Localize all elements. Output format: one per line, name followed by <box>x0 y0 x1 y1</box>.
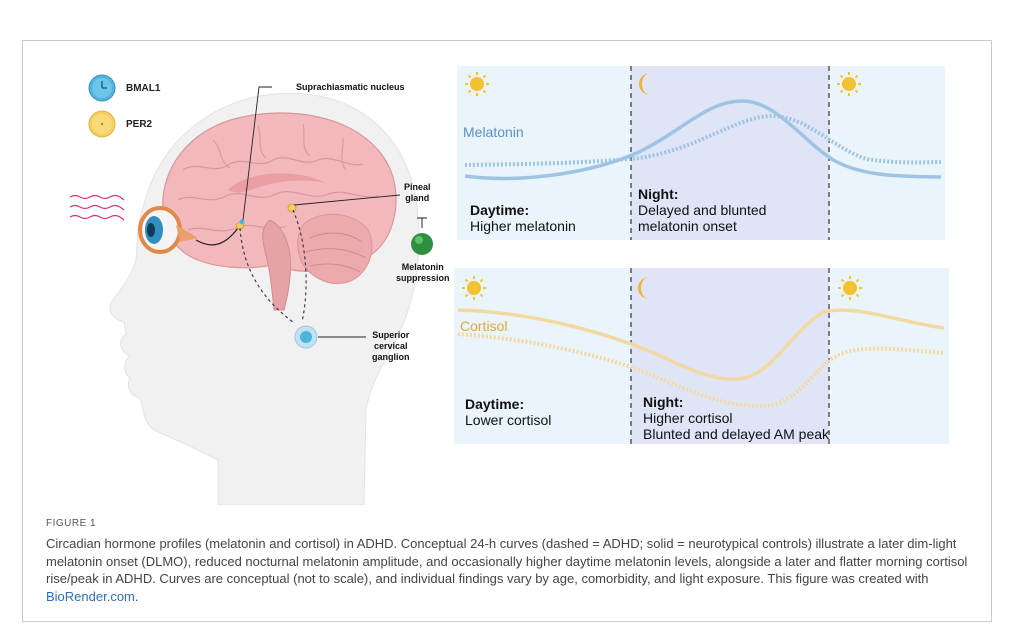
light-rays-icon <box>69 194 125 221</box>
legend-bmal1: BMAL1 <box>88 74 160 102</box>
head-anatomy-illustration <box>69 86 433 505</box>
biorender-link[interactable]: BioRender.com <box>46 588 135 604</box>
sun-icon <box>465 72 489 96</box>
melatonin-series-label: Melatonin <box>463 124 524 140</box>
cortisol-series-label: Cortisol <box>460 318 508 334</box>
legend-per2-label: PER2 <box>126 118 153 130</box>
superior-cervical-ganglion-icon <box>294 325 318 349</box>
moon-icon <box>639 73 650 95</box>
melatonin-panel: Melatonin Daytime:Higher melatonin Night… <box>457 66 945 240</box>
legend-bmal1-label: BMAL1 <box>126 82 161 94</box>
scn-label: Suprachiasmatic nucleus <box>296 82 405 92</box>
figure-caption: FIGURE 1 Circadian hormone profiles (mel… <box>46 518 976 605</box>
sun-icon <box>837 72 861 96</box>
cortisol-adhd-curve <box>457 332 945 409</box>
figure-frame <box>22 40 992 622</box>
melatonin-molecule-icon <box>411 233 433 255</box>
melatonin-control-curve <box>464 99 942 181</box>
cortisol-day-text: Daytime:Lower cortisol <box>465 396 552 428</box>
clock-icon <box>88 110 116 138</box>
moon-icon <box>638 277 649 299</box>
pineal-gland-label: Pineal gland <box>404 182 431 203</box>
night-region <box>631 66 829 240</box>
cortisol-control-curve <box>457 308 945 381</box>
clock-icon <box>88 74 116 102</box>
caption-text: Circadian hormone profiles (melatonin an… <box>46 536 968 604</box>
figure-label: FIGURE 1 <box>46 518 97 529</box>
cortisol-panel: Cortisol Daytime:Lower cortisol Night:Hi… <box>454 268 949 444</box>
sun-icon <box>838 276 862 300</box>
legend-per2: PER2 <box>88 110 152 138</box>
melatonin-suppression-label: Melatonin suppression <box>396 262 450 283</box>
melatonin-adhd-curve <box>464 113 942 167</box>
melatonin-day-text: Daytime:Higher melatonin <box>470 202 576 234</box>
sun-icon <box>462 276 486 300</box>
scg-label: Superior cervical ganglion <box>372 330 410 362</box>
eye-icon <box>138 206 198 254</box>
